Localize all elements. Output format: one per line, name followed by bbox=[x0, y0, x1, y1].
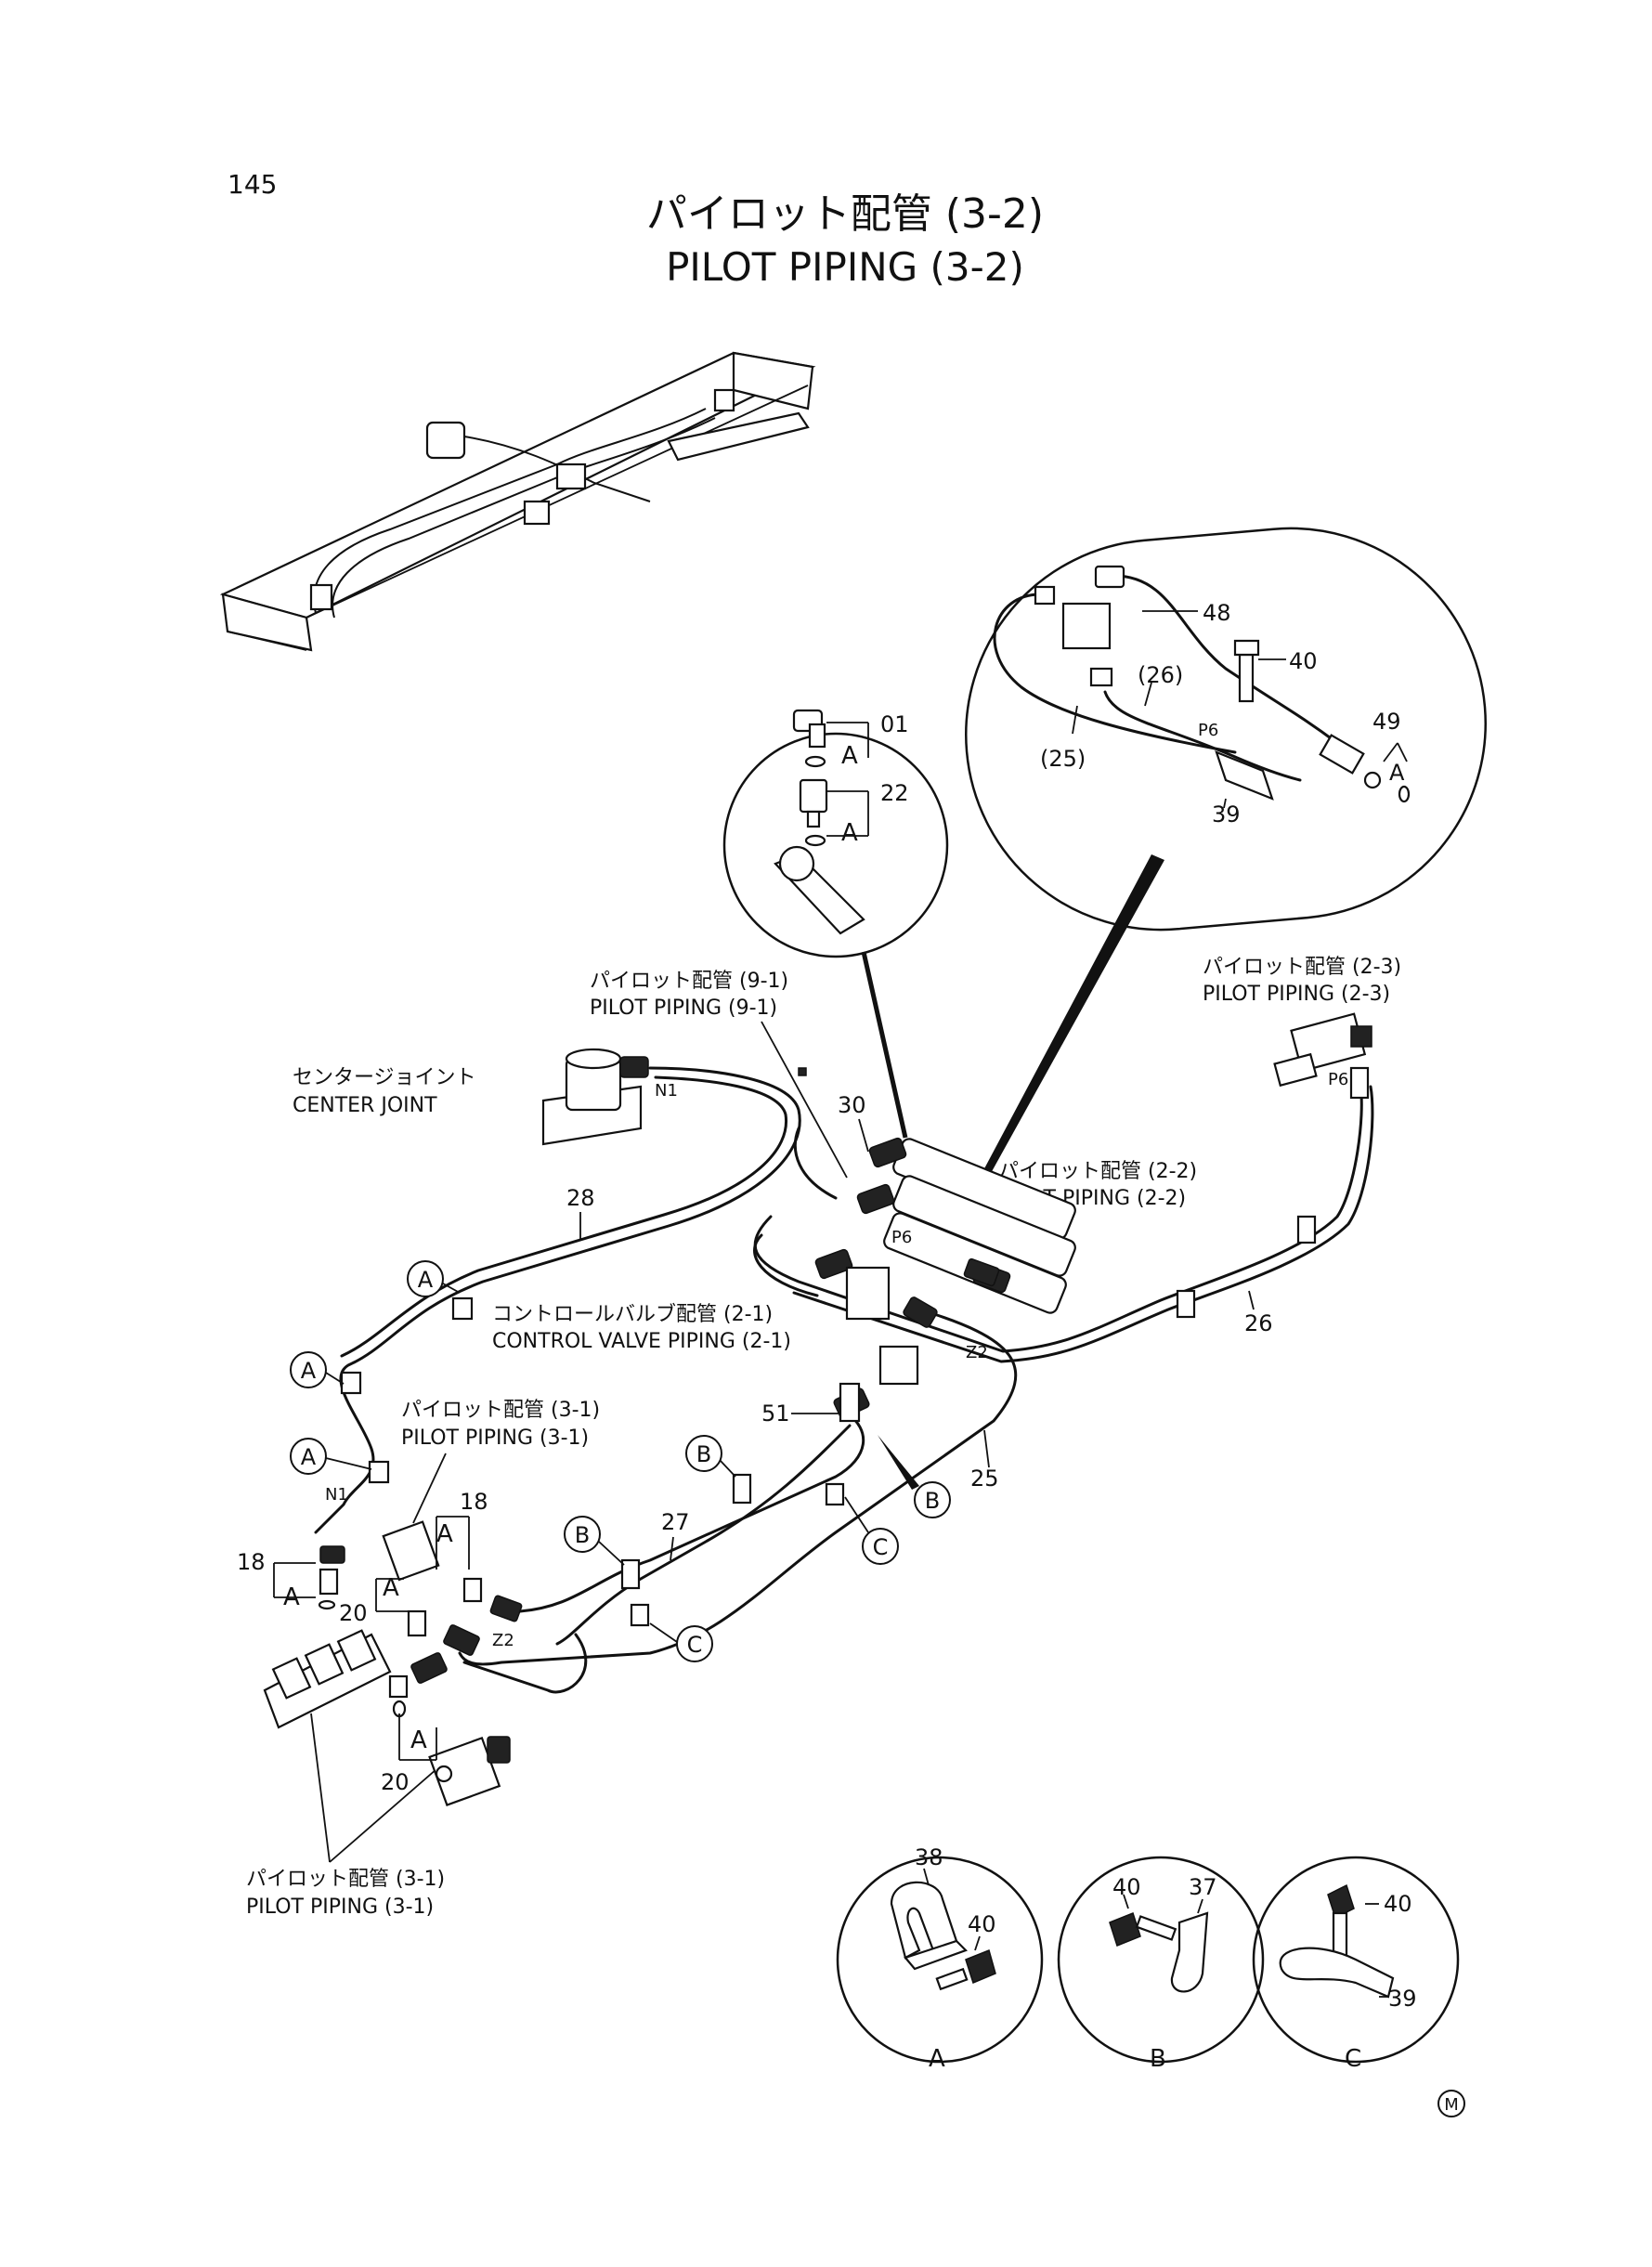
part-number-39: 39 bbox=[1212, 801, 1241, 827]
pilot-valve-2-3-part bbox=[1273, 1012, 1372, 1100]
pipe-25 bbox=[458, 1308, 1018, 1666]
svg-text:C: C bbox=[687, 1632, 703, 1658]
part-number-25: 25 bbox=[970, 1466, 999, 1492]
detail-letter-b: B bbox=[1150, 2045, 1166, 2073]
part-number-40: 40 bbox=[1384, 1891, 1412, 1917]
detail-letter-c: C bbox=[1345, 2045, 1361, 2073]
part-number-25-bracketed: (25) bbox=[1040, 746, 1086, 772]
control-valve-assembly bbox=[263, 1520, 511, 1806]
seal-letter-a: A bbox=[436, 1520, 453, 1548]
part-number-51: 51 bbox=[761, 1401, 790, 1427]
title-english: PILOT PIPING (3-2) bbox=[666, 244, 1024, 290]
part-number-40: 40 bbox=[968, 1911, 996, 1937]
ref-control-valve-piping-jp: コントロールバルブ配管 (2-1) bbox=[492, 1303, 773, 1326]
ref-control-valve-piping-en: CONTROL VALVE PIPING (2-1) bbox=[492, 1330, 791, 1353]
part-number-49: 49 bbox=[1372, 709, 1401, 735]
port-label-p6: P6 bbox=[1198, 721, 1218, 740]
marker-b-1: B bbox=[685, 1435, 736, 1478]
port-label-n1: N1 bbox=[655, 1081, 678, 1101]
ref-pilot-piping-9-1-en: PILOT PIPING (9-1) bbox=[590, 997, 777, 1020]
pipe-27 bbox=[500, 1410, 865, 1616]
ref-center-joint-jp: センタージョイント bbox=[293, 1066, 476, 1089]
leader-line bbox=[861, 951, 908, 1139]
detail-clamp-a: 38 40 A bbox=[836, 1844, 1044, 2073]
part-number-18: 18 bbox=[237, 1549, 266, 1575]
svg-text:M: M bbox=[1444, 2095, 1459, 2115]
port-label-z2: Z2 bbox=[966, 1343, 988, 1362]
svg-text:B: B bbox=[696, 1441, 711, 1467]
detail-clamp-b: 40 37 B bbox=[1057, 1856, 1265, 2073]
marker-c-1: C bbox=[844, 1496, 899, 1565]
ref-pilot-piping-2-2-jp: パイロット配管 (2-2) bbox=[998, 1160, 1197, 1183]
port-label-n1: N1 bbox=[325, 1485, 348, 1505]
part-number-39: 39 bbox=[1388, 1986, 1417, 2012]
port-label-p6: P6 bbox=[1328, 1070, 1348, 1089]
seal-letter-a: A bbox=[841, 819, 858, 847]
ref-pilot-piping-3-1-upper-jp: パイロット配管 (3-1) bbox=[401, 1399, 600, 1422]
part-number-22: 22 bbox=[880, 780, 909, 806]
part-number-48: 48 bbox=[1203, 600, 1231, 626]
svg-text:A: A bbox=[418, 1267, 434, 1293]
pipe-28 bbox=[314, 1066, 801, 1534]
part-number-30: 30 bbox=[838, 1092, 866, 1118]
pipe-fittings bbox=[318, 1067, 1000, 1718]
seal-letter-a: A bbox=[383, 1574, 399, 1602]
ref-pilot-piping-2-3-jp: パイロット配管 (2-3) bbox=[1203, 956, 1401, 979]
svg-text:B: B bbox=[925, 1488, 940, 1514]
marker-a-2: A bbox=[290, 1351, 345, 1388]
part-number-37: 37 bbox=[1189, 1874, 1217, 1900]
part-number-18: 18 bbox=[460, 1489, 488, 1515]
port-label-p6: P6 bbox=[891, 1228, 912, 1247]
m-mark: M bbox=[1437, 2090, 1465, 2117]
seal-letter-a: A bbox=[1389, 760, 1405, 786]
detail-clamp-c: 40 39 C bbox=[1252, 1856, 1460, 2073]
marker-b-3: B bbox=[564, 1516, 625, 1566]
svg-text:A: A bbox=[301, 1444, 317, 1470]
svg-text:C: C bbox=[873, 1534, 889, 1560]
part-number-38: 38 bbox=[915, 1844, 943, 1870]
pipe-26 bbox=[753, 1085, 1363, 1353]
part-number-26-bracketed: (26) bbox=[1138, 662, 1183, 688]
marker-a-1: A bbox=[407, 1260, 461, 1297]
ref-pilot-piping-2-3-en: PILOT PIPING (2-3) bbox=[1203, 983, 1390, 1006]
ref-pilot-piping-3-1-lower-jp: パイロット配管 (3-1) bbox=[246, 1868, 445, 1891]
part-number-01: 01 bbox=[880, 711, 909, 737]
overview-frame-illustration bbox=[219, 351, 816, 652]
title-japanese: パイロット配管 (3-2) bbox=[646, 190, 1044, 238]
part-number-20: 20 bbox=[339, 1600, 368, 1626]
port-label-z2: Z2 bbox=[492, 1631, 514, 1650]
center-joint-part bbox=[541, 1048, 649, 1146]
marker-c-2: C bbox=[649, 1622, 713, 1662]
page-number: 145 bbox=[228, 169, 277, 200]
svg-text:B: B bbox=[575, 1522, 590, 1548]
part-number-40: 40 bbox=[1112, 1874, 1141, 1900]
svg-text:A: A bbox=[301, 1358, 317, 1384]
detail-letter-a: A bbox=[929, 2045, 945, 2073]
leader-wedge bbox=[951, 854, 1164, 1235]
ref-center-joint-en: CENTER JOINT bbox=[293, 1094, 437, 1117]
marker-b-2: B bbox=[878, 1435, 951, 1518]
marker-a-3: A bbox=[290, 1438, 372, 1475]
pipe-clamps bbox=[340, 1215, 1317, 1627]
ref-pilot-piping-3-1-upper-en: PILOT PIPING (3-1) bbox=[401, 1427, 589, 1450]
part-number-27: 27 bbox=[661, 1509, 690, 1535]
seal-letter-a: A bbox=[841, 742, 858, 770]
ref-pilot-piping-3-1-lower-en: PILOT PIPING (3-1) bbox=[246, 1896, 434, 1919]
detail-bracket-48-40-49: 48 40 (26) P6 (25) 39 49 A bbox=[965, 527, 1487, 932]
part-number-20: 20 bbox=[381, 1769, 410, 1795]
seal-letter-a: A bbox=[283, 1583, 300, 1611]
part-number-40: 40 bbox=[1289, 648, 1318, 674]
part-number-28: 28 bbox=[566, 1185, 595, 1211]
ref-pilot-piping-9-1-jp: パイロット配管 (9-1) bbox=[590, 970, 788, 993]
detail-fitting-01-22: 01 A 22 A bbox=[722, 709, 949, 958]
part-number-26: 26 bbox=[1244, 1310, 1273, 1336]
seal-letter-a: A bbox=[410, 1726, 427, 1754]
